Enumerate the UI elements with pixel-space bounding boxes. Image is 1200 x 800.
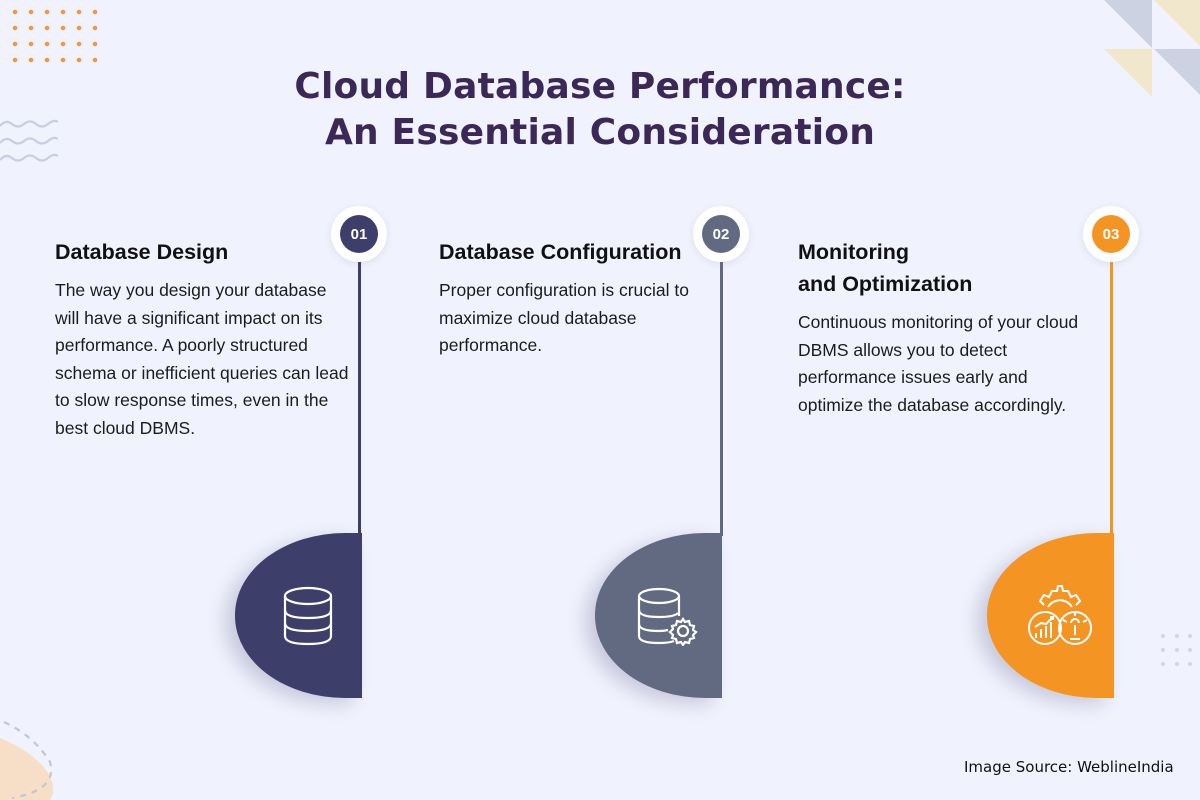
step-1-heading: Database Design bbox=[55, 240, 229, 264]
database-icon bbox=[283, 586, 332, 645]
step-3-connector-line bbox=[1110, 262, 1113, 536]
grey-dot-grid-decoration bbox=[1161, 634, 1192, 666]
step-1-connector-line bbox=[358, 262, 361, 536]
image-source-caption: Image Source: WeblineIndia bbox=[964, 758, 1174, 776]
database-gear-icon bbox=[637, 587, 698, 646]
step-2-icon-panel bbox=[595, 533, 722, 698]
orange-dot-grid-decoration bbox=[12, 9, 98, 63]
step-1-number: 01 bbox=[340, 215, 378, 253]
title-line-2: An Essential Consideration bbox=[324, 112, 876, 153]
step-2-number: 02 bbox=[702, 215, 740, 253]
step-1-icon-panel bbox=[235, 533, 362, 698]
step-1-badge: 01 bbox=[331, 206, 387, 262]
step-2-heading: Database Configuration bbox=[439, 240, 682, 264]
title-line-1: Cloud Database Performance: bbox=[294, 66, 906, 107]
step-1-body: The way you design your database will ha… bbox=[55, 280, 349, 438]
wave-lines-decoration bbox=[0, 119, 58, 162]
step-3-heading-line-2: and Optimization bbox=[798, 272, 973, 296]
step-3-heading: Monitoring and Optimization bbox=[798, 236, 1078, 300]
step-3-icon-panel bbox=[987, 533, 1114, 698]
step-2-badge: 02 bbox=[693, 206, 749, 262]
step-3-body: Continuous monitoring of your cloud DBMS… bbox=[798, 312, 1079, 415]
step-3-heading-line-1: Monitoring bbox=[798, 240, 910, 264]
corner-blob-decoration bbox=[0, 721, 54, 800]
step-2-body: Proper configuration is crucial to maxim… bbox=[439, 280, 689, 355]
triangle-decoration bbox=[1104, 0, 1200, 97]
step-3-badge: 03 bbox=[1083, 206, 1139, 262]
page-title: Cloud Database Performance: An Essential… bbox=[0, 64, 1200, 156]
step-2-connector-line bbox=[720, 262, 723, 536]
step-3-number: 03 bbox=[1092, 215, 1130, 253]
monitoring-optimization-icon bbox=[1027, 584, 1092, 645]
